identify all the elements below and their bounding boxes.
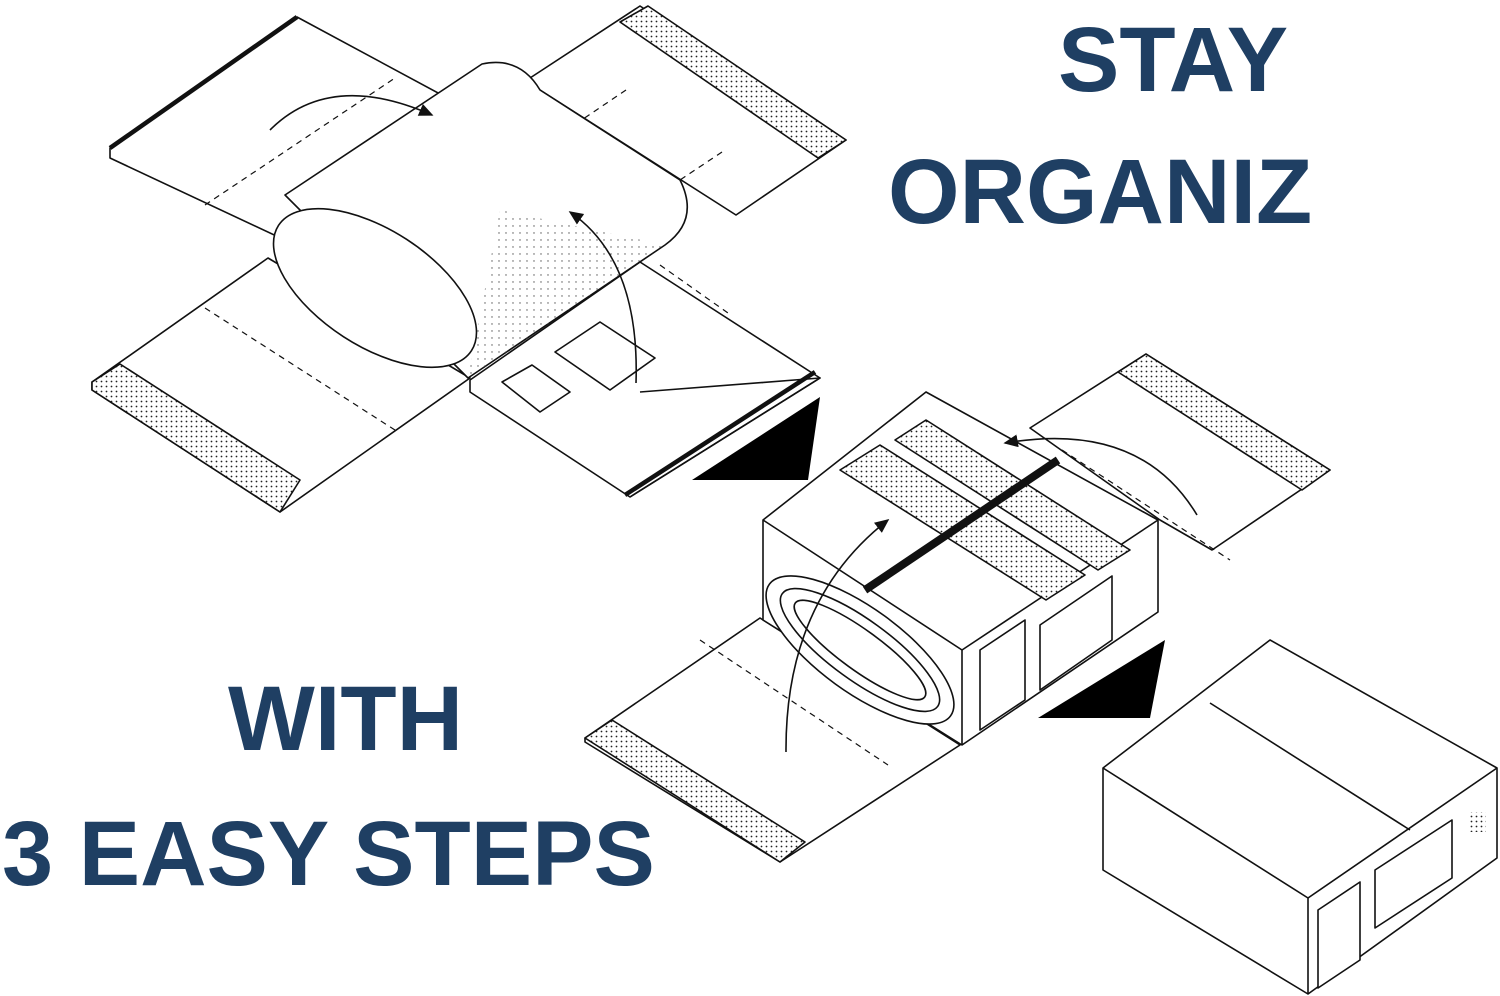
step-2-folding (584, 353, 1331, 863)
flap-lower-right (469, 261, 821, 498)
curved-arrow-icon (785, 519, 890, 753)
flap-left (584, 617, 961, 863)
curved-arrow-icon (269, 94, 434, 131)
flap-upper-left (108, 15, 493, 249)
flap-lower-left (91, 257, 471, 513)
curved-arrow-icon (1003, 434, 1198, 516)
rolled-center (272, 61, 689, 379)
headline-line-2: ORGANIZ (888, 141, 1313, 243)
headline-line-4: 3 EASY STEPS (2, 803, 655, 905)
direction-triangle-icon (692, 397, 820, 480)
headline-line-3: WITH (228, 668, 464, 770)
step-3-finished-box (1102, 639, 1498, 995)
direction-triangle-icon (1038, 640, 1165, 718)
headline-line-1: STAY (1058, 9, 1289, 111)
step-1-unfolded-organizer (91, 5, 847, 513)
flap-right (1029, 353, 1331, 561)
curved-arrow-icon (568, 211, 638, 384)
flap-upper-right (529, 5, 847, 216)
box-body (762, 391, 1159, 746)
